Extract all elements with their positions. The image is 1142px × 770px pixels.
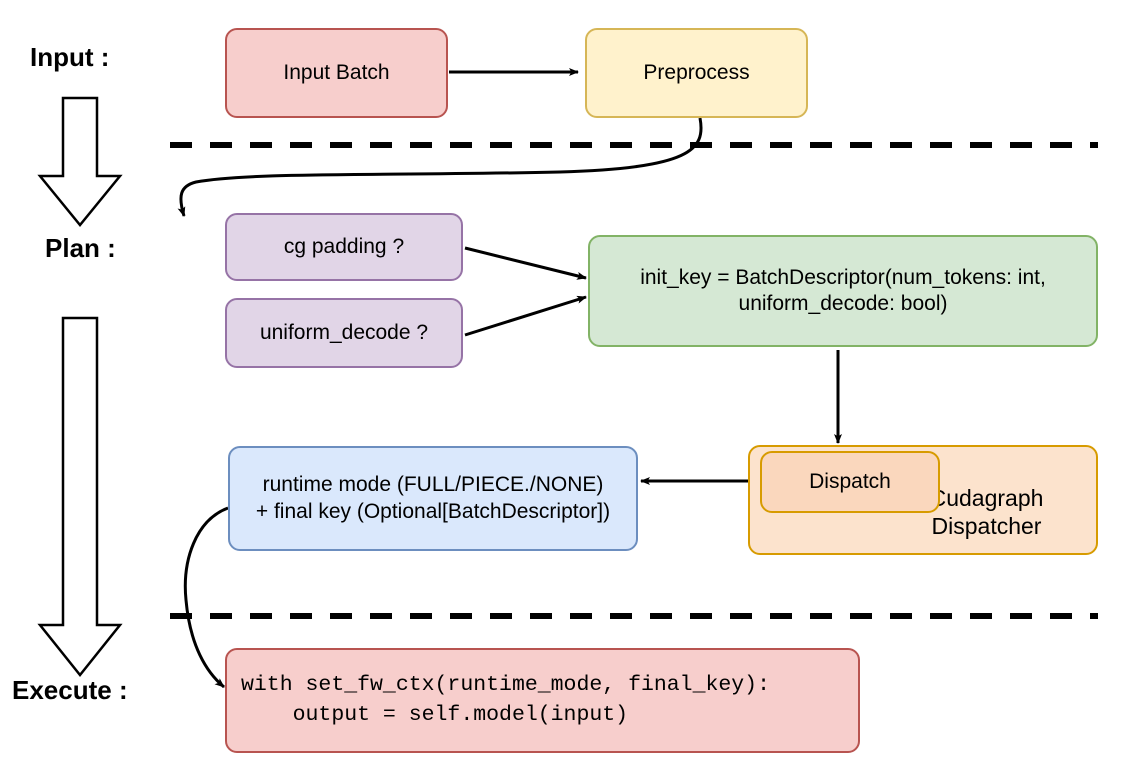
node-cudagraph-dispatcher-line1: Cudagraph <box>929 484 1044 511</box>
plan-to-execute-block-arrow <box>37 316 123 678</box>
node-uniform-decode[interactable]: uniform_decode ? <box>225 298 463 368</box>
node-runtime-mode[interactable]: runtime mode (FULL/PIECE./NONE) + final … <box>228 446 638 551</box>
node-cg-padding[interactable]: cg padding ? <box>225 213 463 281</box>
node-execute-code-line2: output = self.model(input) <box>241 702 629 727</box>
node-preprocess[interactable]: Preprocess <box>585 28 808 118</box>
node-input-batch[interactable]: Input Batch <box>225 28 448 118</box>
node-dispatch[interactable]: Dispatch <box>760 451 940 513</box>
node-init-key[interactable]: init_key = BatchDescriptor(num_tokens: i… <box>588 235 1098 347</box>
node-uniform-decode-label: uniform_decode ? <box>259 320 429 344</box>
node-runtime-mode-line2: + final key (Optional[BatchDescriptor]) <box>255 499 611 523</box>
node-input-batch-label: Input Batch <box>283 60 390 84</box>
node-execute-code-line1: with set_fw_ctx(runtime_mode, final_key)… <box>241 673 770 698</box>
stage-label-plan: Plan : <box>45 233 116 263</box>
preprocess-to-cg-padding <box>177 117 703 217</box>
node-dispatch-label: Dispatch <box>809 469 891 493</box>
stage-label-input: Input : <box>30 42 110 72</box>
uniform-decode-to-init-key <box>464 295 587 337</box>
runtime-mode-to-execute-code <box>183 506 229 689</box>
node-cg-padding-label: cg padding ? <box>283 234 405 258</box>
node-runtime-mode-line1: runtime mode (FULL/PIECE./NONE) <box>262 473 604 497</box>
cg-padding-to-init-key <box>464 246 587 280</box>
node-cudagraph-dispatcher-line2: Dispatcher <box>931 513 1042 540</box>
node-init-key-line1: init_key = BatchDescriptor(num_tokens: i… <box>640 265 1046 289</box>
node-preprocess-label: Preprocess <box>643 60 750 84</box>
stage-label-execute: Execute : <box>12 675 128 705</box>
input-to-plan-block-arrow <box>37 96 123 227</box>
node-execute-code[interactable]: with set_fw_ctx(runtime_mode, final_key)… <box>225 648 860 753</box>
node-init-key-line2: uniform_decode: bool) <box>738 292 948 315</box>
